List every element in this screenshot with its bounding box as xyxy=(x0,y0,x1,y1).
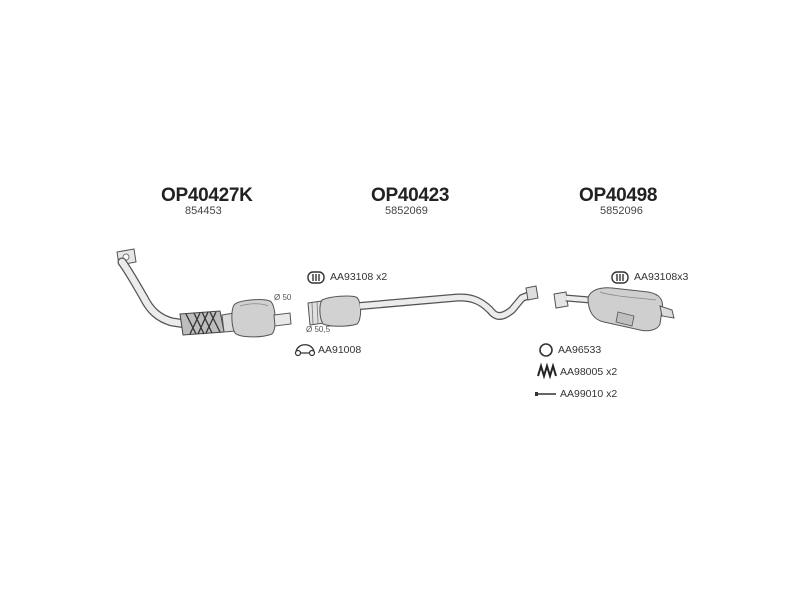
mount-icon xyxy=(294,344,316,357)
part-ref-1: 854453 xyxy=(185,205,222,217)
clamp-icon xyxy=(611,271,629,284)
middle-pipe-silencer xyxy=(307,285,539,327)
accessory-label-bolt: AA99010 x2 xyxy=(560,388,618,400)
accessory-label-clamp-b: AA93108x3 xyxy=(634,271,689,283)
diameter-label-2: Ø 50,5 xyxy=(306,325,331,334)
accessory-label-ring: AA96533 xyxy=(558,344,602,356)
ring-icon xyxy=(539,343,553,357)
clamp-icon xyxy=(307,271,325,284)
front-pipe-catalyst xyxy=(116,248,292,338)
part-ref-2: 5852069 xyxy=(385,205,428,217)
rear-muffler xyxy=(553,287,675,332)
part-code-1: OP40427K xyxy=(161,185,253,206)
bolt-icon xyxy=(535,392,556,396)
accessory-label-spring: AA98005 x2 xyxy=(560,366,618,378)
diameter-label-1: Ø 50 xyxy=(274,293,292,302)
accessory-label-mount-a: AA91008 xyxy=(318,344,362,356)
spring-icon xyxy=(537,362,557,380)
part-ref-3: 5852096 xyxy=(600,205,643,217)
part-code-2: OP40423 xyxy=(371,185,450,206)
accessory-label-clamp-a: AA93108 x2 xyxy=(330,271,388,283)
part-code-3: OP40498 xyxy=(579,185,658,206)
